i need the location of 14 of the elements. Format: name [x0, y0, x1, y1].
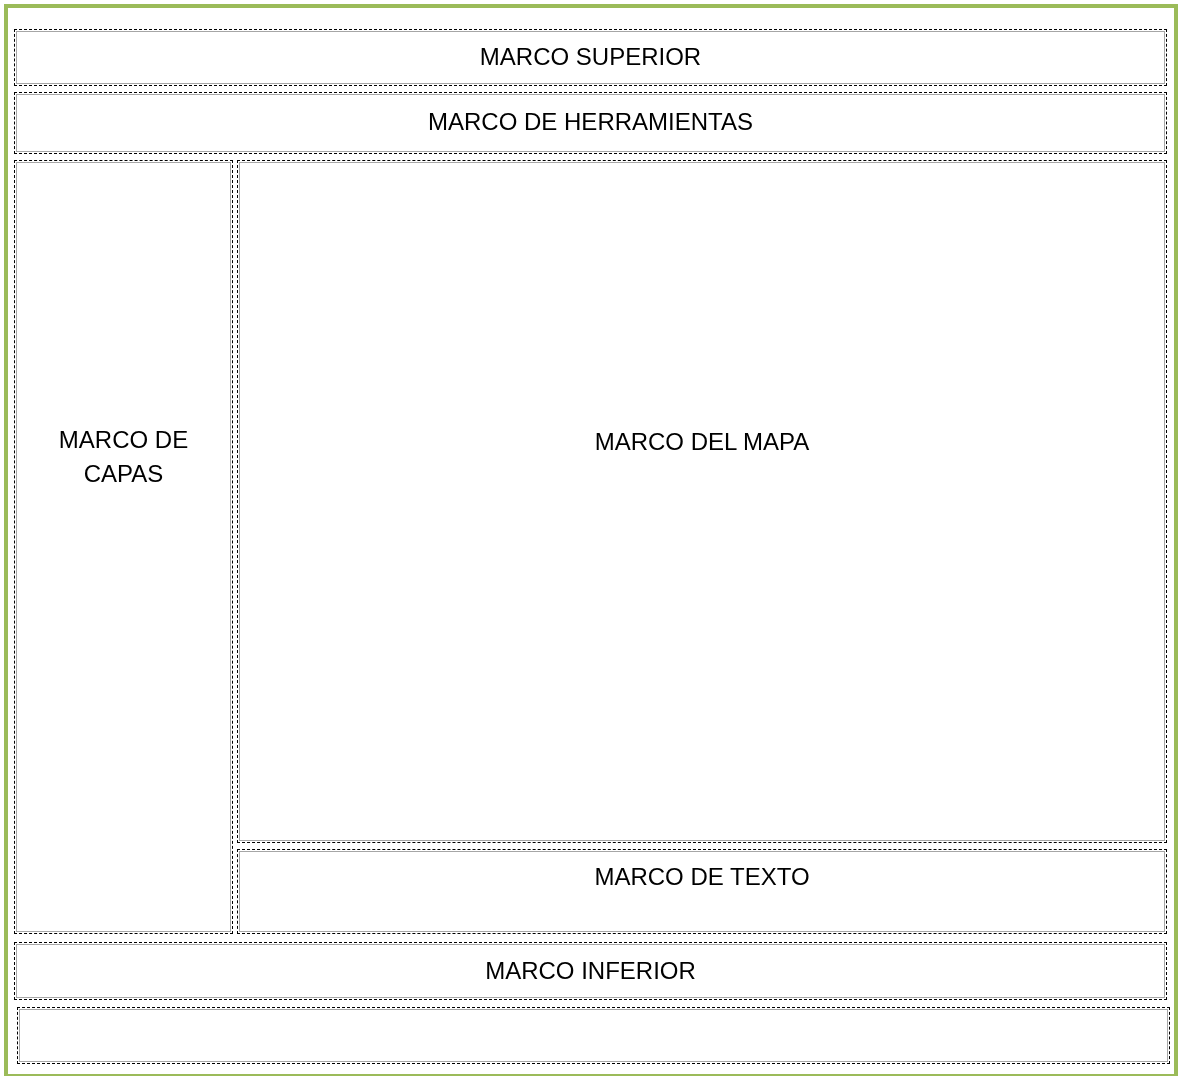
- layout-frame: [237, 160, 1167, 843]
- layout-frame: [14, 29, 1167, 86]
- layout-frame: [14, 92, 1167, 154]
- frame-label: MARCO DE HERRAMIENTAS: [428, 107, 753, 137]
- layout-frame: [14, 942, 1167, 1000]
- frame-label: MARCO DE TEXTO: [594, 862, 810, 892]
- frame-label: MARCO DEL MAPA: [594, 427, 810, 457]
- layout-frame: [237, 849, 1167, 934]
- frame-label: MARCO SUPERIOR: [479, 42, 702, 72]
- window-border: [4, 4, 1178, 1076]
- frame-box: [17, 1007, 1170, 1064]
- frame-label: MARCO DE CAPAS: [57, 425, 190, 489]
- layout-frame: [14, 160, 233, 934]
- frame-label: MARCO INFERIOR: [485, 956, 696, 986]
